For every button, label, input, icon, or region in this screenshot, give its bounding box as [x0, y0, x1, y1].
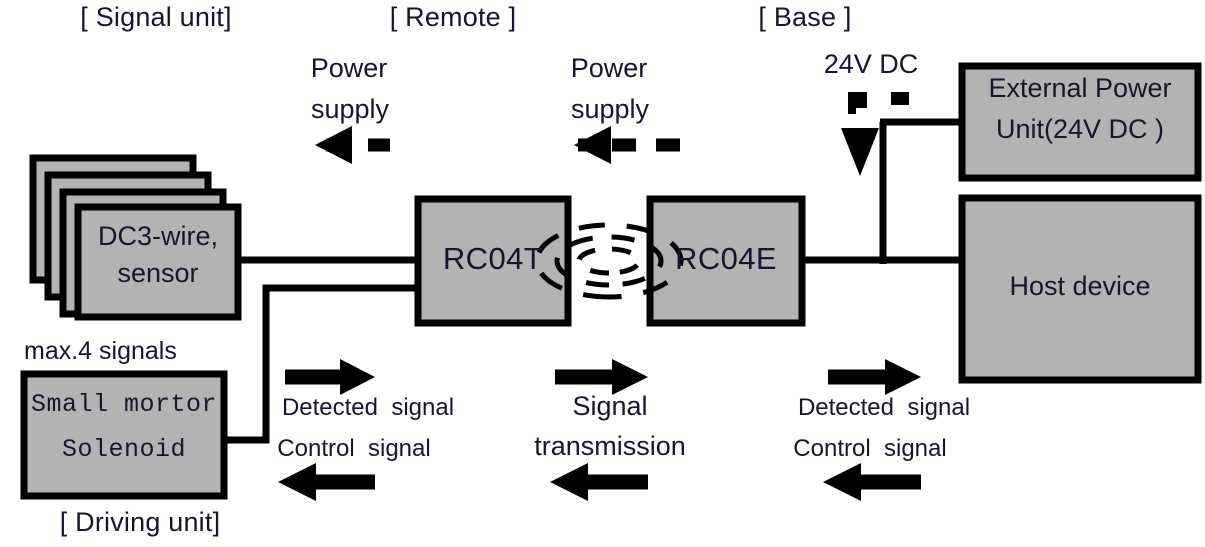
rc04e-label: RC04E — [675, 241, 777, 276]
rc04t-box[interactable] — [414, 195, 572, 327]
section-label-signal-unit: [ Signal unit] — [80, 2, 232, 32]
power-supply-arrow-right — [574, 126, 680, 164]
wireless-link-icon — [534, 222, 684, 300]
power-arrow-left-head — [315, 126, 352, 164]
power-supply-left-line2: supply — [310, 94, 390, 124]
flow-left-forward-head — [340, 359, 375, 395]
flow-left-line1: Detected signal — [281, 394, 455, 421]
flow-right-reverse-head — [823, 463, 861, 501]
section-label-driving-unit: [ Driving unit] — [59, 507, 221, 537]
section-label-base: [ Base ] — [758, 2, 852, 32]
external-power-label-line2: Unit(24V DC ) — [995, 114, 1165, 144]
flow-middle-line2: transmission — [534, 431, 686, 461]
power-arrow-right-head — [574, 126, 611, 164]
flow-middle-line1: Signal — [572, 391, 648, 421]
flow-middle-forward-head — [612, 359, 648, 395]
power-supply-left-line1: Power — [310, 53, 388, 83]
dc-arrow-dash-2 — [891, 92, 909, 105]
host-device-box[interactable] — [958, 194, 1202, 384]
power-supply-right-line1: Power — [570, 53, 648, 83]
sensor-stack — [29, 154, 242, 321]
flow-arrows-middle — [550, 359, 648, 501]
flow-left-reverse-head — [278, 463, 316, 501]
dc-input-label: 24V DC — [823, 49, 919, 79]
host-device-label: Host device — [1009, 271, 1151, 301]
driving-unit-label-line2: Solenoid — [61, 435, 187, 464]
sensor-label-line1: DC3-wire, — [97, 221, 219, 251]
flow-arrows-left — [278, 359, 375, 501]
flow-middle-reverse-head — [550, 463, 588, 501]
flow-arrows-right — [823, 359, 921, 501]
flow-right-line2: Control signal — [793, 435, 947, 462]
sensor-box[interactable] — [74, 203, 242, 321]
flow-right-forward-head — [885, 359, 921, 395]
dc-arrow-head — [841, 128, 879, 176]
driving-unit-label-line1: Small mortor — [30, 390, 218, 419]
rc04t-label: RC04T — [442, 241, 544, 276]
sensor-label-line2: sensor — [117, 258, 199, 288]
external-power-unit-box[interactable] — [958, 62, 1202, 182]
wire-group — [224, 118, 962, 444]
power-supply-right-line2: supply — [570, 94, 650, 124]
max-signals-note: max.4 signals — [24, 337, 177, 365]
dc-input-arrow — [841, 92, 909, 176]
driving-unit-box[interactable] — [20, 370, 228, 500]
rc04e-box[interactable] — [646, 195, 806, 327]
power-supply-arrow-left — [315, 126, 390, 164]
section-label-remote: [ Remote ] — [389, 2, 517, 32]
flow-right-line1: Detected signal — [797, 394, 971, 421]
flow-left-line2: Control signal — [277, 435, 431, 462]
external-power-label-line1: External Power — [988, 73, 1172, 103]
dc-arrow-dash-1b — [848, 92, 856, 114]
wire-driving-to-rc04t — [224, 284, 418, 444]
